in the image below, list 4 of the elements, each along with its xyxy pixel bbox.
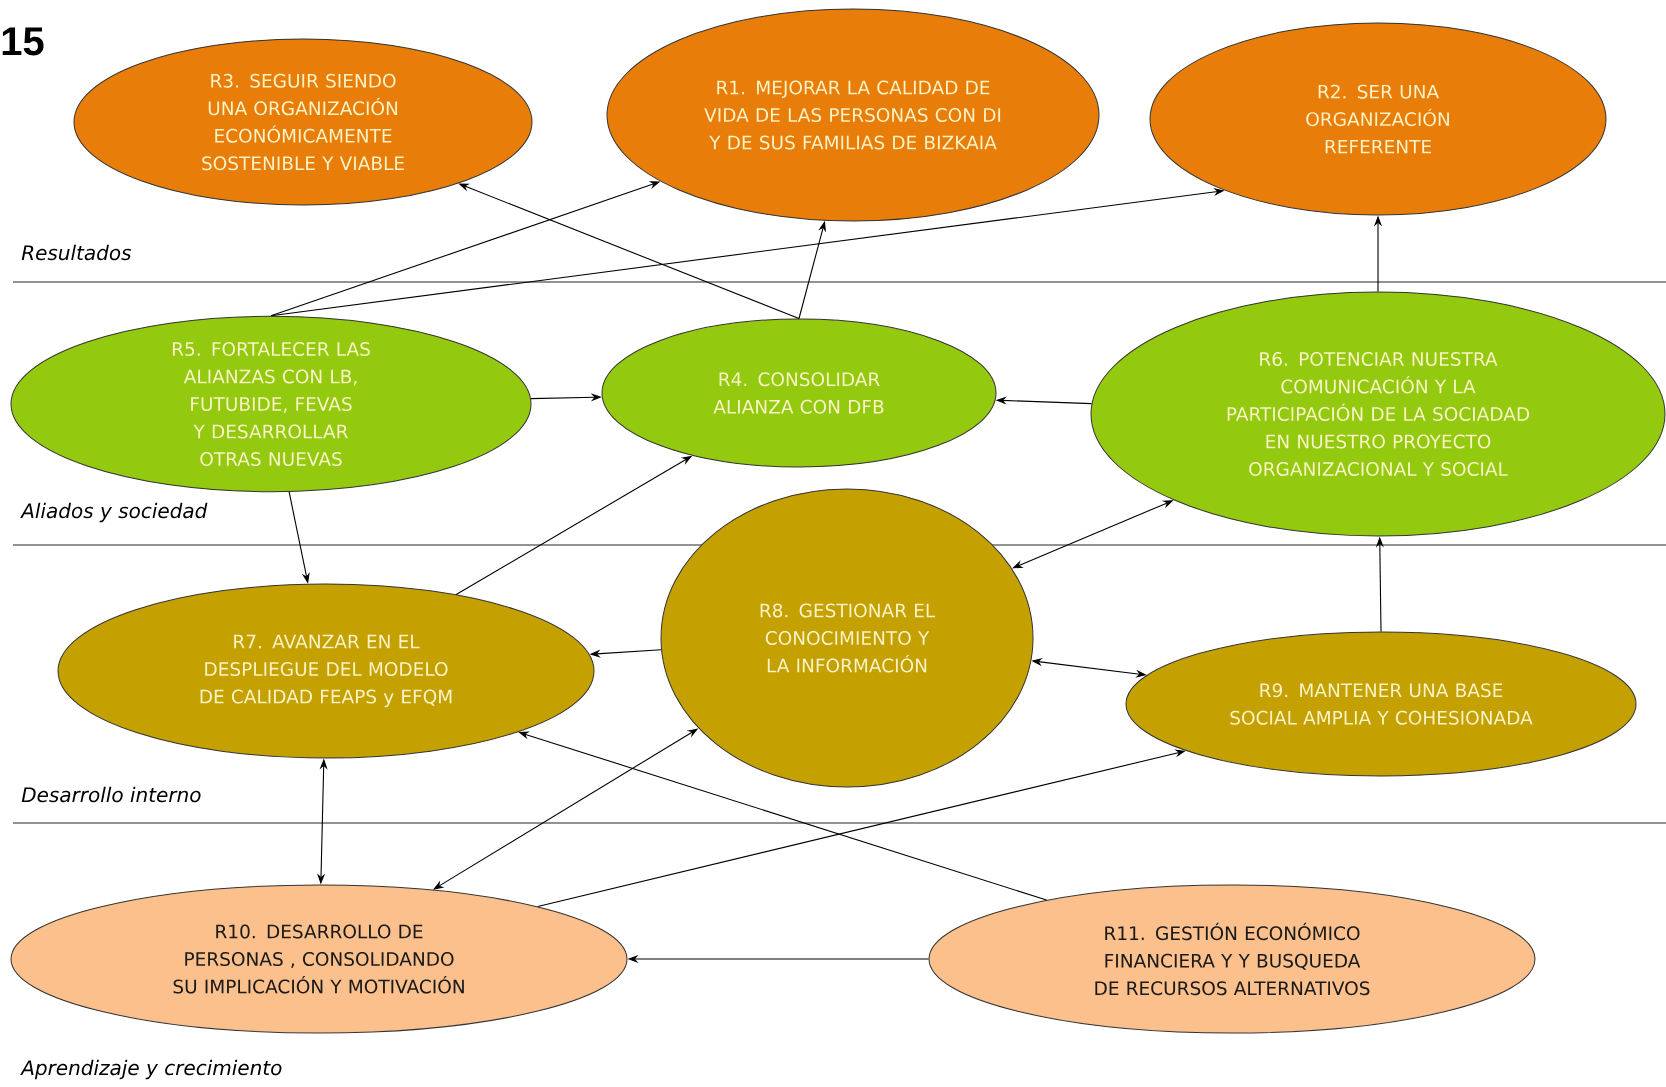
section-label: Aprendizaje y crecimiento — [20, 1059, 282, 1080]
section-label: Desarrollo interno — [21, 786, 201, 803]
figure-number: 15 — [2, 27, 44, 56]
section-label: Resultados — [21, 244, 132, 261]
